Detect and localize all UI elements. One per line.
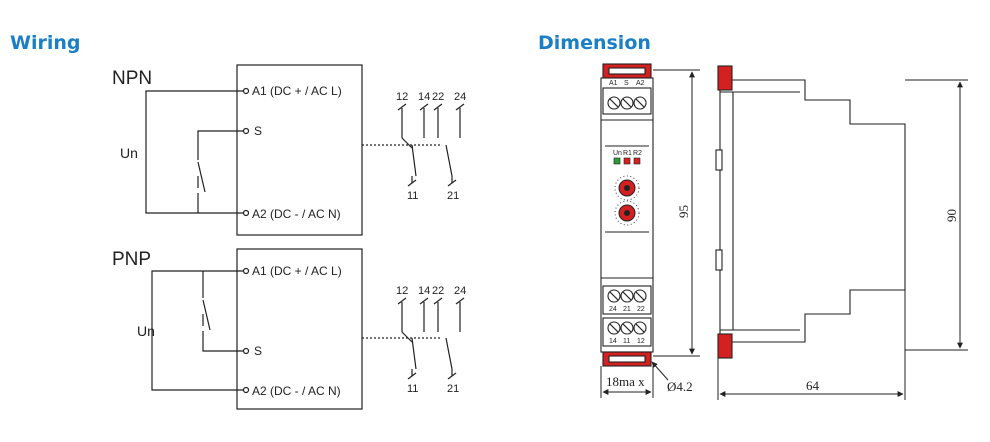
front-terminal-a2: A2 — [636, 80, 645, 87]
pnp-supply-label: Un — [137, 323, 155, 339]
npn-relay-box — [236, 64, 363, 236]
dim-depth — [717, 290, 906, 400]
pnp-contact-14: 14 — [418, 285, 430, 297]
front-terminal-s: S — [624, 80, 629, 87]
front-terminal-14: 14 — [609, 338, 617, 345]
front-screw-slots — [609, 98, 645, 333]
front-terminal-21: 21 — [623, 306, 631, 313]
dimension-heading: Dimension — [538, 32, 651, 54]
pnp-contact-22: 22 — [432, 285, 444, 297]
npn-a2-label: A2 (DC - / AC N) — [252, 207, 341, 221]
npn-contact-22: 22 — [432, 91, 444, 103]
npn-contact-11: 11 — [407, 190, 418, 202]
front-terminal-24: 24 — [609, 306, 617, 313]
npn-supply-label: Un — [120, 145, 138, 161]
front-terminal-11: 11 — [623, 338, 630, 345]
dim-width — [600, 361, 669, 398]
pnp-contact-12: 12 — [396, 285, 408, 297]
front-terminal-12: 12 — [637, 338, 645, 345]
led-r2 — [633, 157, 641, 165]
pnp-a2-label: A2 (DC - / AC N) — [252, 384, 341, 398]
pnp-contact-21: 21 — [447, 383, 459, 395]
side-view — [715, 65, 906, 359]
led-un-label: Un — [613, 150, 622, 157]
npn-title: NPN — [112, 68, 152, 89]
npn-switch-blade — [197, 161, 206, 193]
npn-contact-12: 12 — [396, 91, 408, 103]
pnp-relay-box — [236, 248, 363, 410]
npn-s-label: S — [254, 124, 262, 138]
npn-a1-label: A1 (DC + / AC L) — [252, 84, 342, 98]
wiring-heading: Wiring — [10, 32, 81, 54]
front-terminal-a1: A1 — [609, 80, 618, 87]
npn-switch-top-wire — [197, 130, 244, 160]
led-r2-label: R2 — [633, 150, 642, 157]
pnp-contact-11: 11 — [407, 383, 418, 395]
pnp-contact-24: 24 — [454, 285, 466, 297]
pnp-title: PNP — [112, 249, 151, 270]
pnp-s-label: S — [254, 344, 262, 358]
npn-diagram — [145, 64, 461, 236]
led-r1 — [623, 157, 631, 165]
npn-contact-14: 14 — [418, 91, 430, 103]
led-r1-label: R1 — [623, 150, 632, 157]
pnp-contact-marks — [397, 297, 465, 380]
pnp-a1-label: A1 (DC + / AC L) — [252, 264, 342, 278]
dim-hole-label: Ø4.2 — [667, 379, 693, 394]
side-profile — [719, 79, 906, 343]
side-bottom-clip — [717, 333, 733, 359]
pnp-diagram — [151, 248, 461, 410]
dim-side-height-label: 90 — [944, 209, 959, 222]
npn-terminal-dots — [242, 87, 250, 217]
pnp-terminal-dots — [242, 267, 250, 394]
dim-side-height — [905, 79, 968, 351]
npn-contact-21: 21 — [447, 190, 459, 202]
npn-contact-24: 24 — [454, 91, 466, 103]
dim-depth-label: 64 — [806, 378, 820, 393]
dim-front-height-label: 95 — [676, 205, 691, 218]
pnp-switch-blade — [202, 299, 211, 331]
dim-front-height — [653, 69, 700, 357]
front-knobs — [614, 175, 640, 226]
front-terminal-22: 22 — [637, 306, 645, 313]
npn-supply-wire — [145, 90, 244, 214]
dim-width-label: 18ma x — [606, 374, 645, 389]
pnp-supply-wire — [151, 270, 244, 391]
led-un — [613, 157, 621, 165]
side-top-clip — [717, 65, 733, 91]
npn-contact-marks — [397, 103, 465, 187]
